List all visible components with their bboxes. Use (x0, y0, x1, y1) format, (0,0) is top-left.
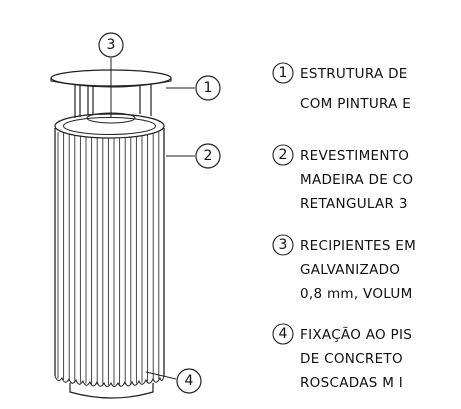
svg-text:1: 1 (279, 65, 288, 81)
wood-slat-body (54, 128, 165, 387)
callout-3-line-2: GALVANIZADO (300, 262, 400, 278)
callout-3-line-1: RECIPIENTES EM (300, 238, 416, 254)
body-top-rim (54, 112, 165, 139)
callout-3: 3 RECIPIENTES EM GALVANIZADO 0,8 mm, VOL… (272, 234, 416, 302)
callout-2-line-1: REVESTIMENTO (300, 148, 409, 164)
diagram-marker-4: 4 (176, 368, 202, 394)
callout-2-line-2: MADEIRA DE CO (300, 172, 413, 188)
callout-1: 1 ESTRUTURA DE COM PINTURA E (272, 62, 411, 112)
lid-support-posts (74, 80, 152, 118)
callout-1-line-2: COM PINTURA E (300, 96, 411, 112)
inner-bin-bottom (69, 372, 154, 399)
svg-text:1: 1 (204, 80, 213, 96)
diagram-marker-1: 1 (195, 75, 221, 101)
leader-lines (110, 58, 195, 380)
callout-4-line-1: FIXAÇÃO AO PIS (300, 326, 412, 343)
svg-text:4: 4 (185, 373, 194, 389)
callout-4: 4 FIXAÇÃO AO PIS DE CONCRETO ROSCADAS M … (272, 323, 412, 391)
svg-text:2: 2 (204, 148, 213, 164)
callout-4-line-2: DE CONCRETO (300, 351, 403, 367)
svg-text:2: 2 (279, 147, 288, 163)
callout-2: 2 REVESTIMENTO MADEIRA DE CO RETANGULAR … (272, 144, 413, 212)
svg-text:3: 3 (279, 237, 288, 253)
callout-2-line-3: RETANGULAR 3 (300, 196, 408, 212)
diagram-marker-2: 2 (195, 143, 221, 169)
svg-text:4: 4 (279, 326, 288, 342)
callout-1-line-1: ESTRUTURA DE (300, 66, 408, 82)
callout-4-line-3: ROSCADAS M I (300, 375, 403, 391)
svg-text:3: 3 (107, 37, 116, 53)
callout-3-line-3: 0,8 mm, VOLUM (300, 286, 413, 302)
diagram-marker-3: 3 (98, 32, 124, 58)
